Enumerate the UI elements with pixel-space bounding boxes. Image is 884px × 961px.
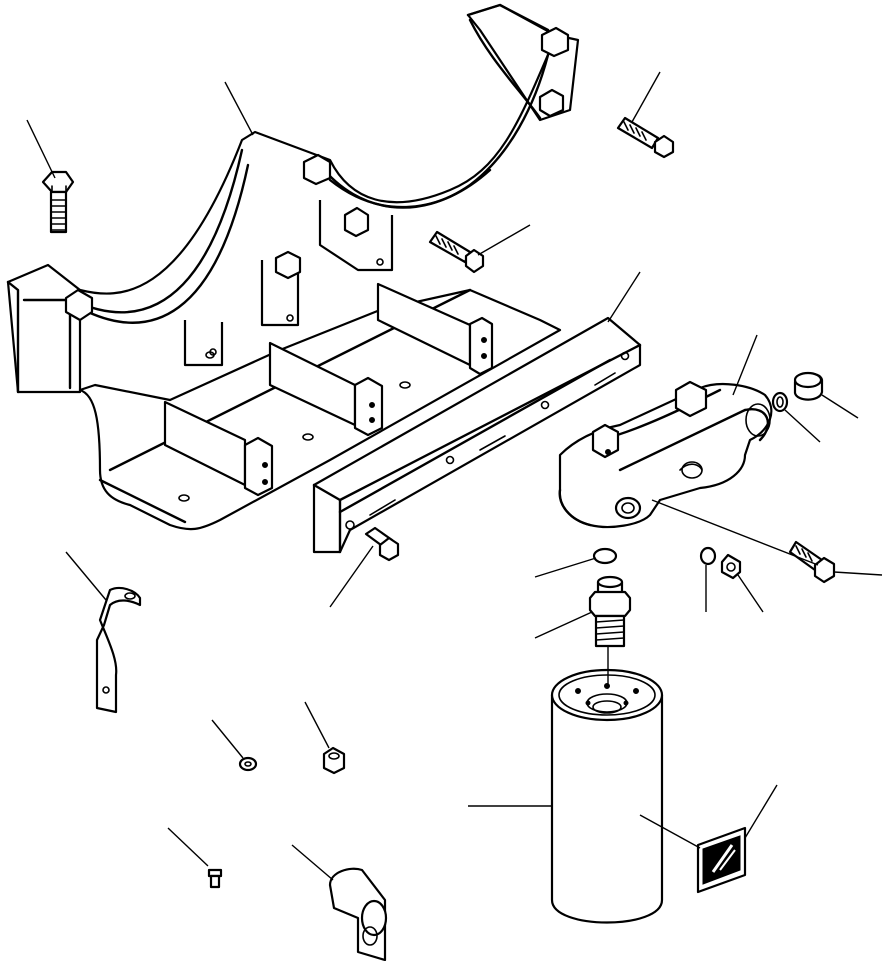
small-screw [207, 868, 223, 889]
small-plug-2 [720, 553, 742, 580]
hex-nut [322, 746, 346, 775]
washer [699, 546, 717, 566]
gasket-ring [592, 547, 618, 565]
hex-bolt-center [428, 230, 485, 274]
clip-bracket [95, 586, 142, 714]
o-ring [771, 391, 789, 413]
frame-bracket [6, 3, 580, 531]
hex-bolt-large [41, 170, 75, 234]
flat-washer [238, 756, 258, 772]
mounting-rail [312, 316, 642, 554]
warning-label [696, 826, 747, 894]
plug [793, 371, 824, 401]
pipe-clamp [328, 867, 388, 961]
threaded-nipple [588, 575, 632, 648]
filter-cartridge [550, 668, 664, 924]
hex-bolt-top-right [616, 116, 675, 159]
hex-bolt-rail [364, 526, 400, 562]
leader-lines [26, 71, 883, 881]
filter-head [558, 380, 773, 529]
